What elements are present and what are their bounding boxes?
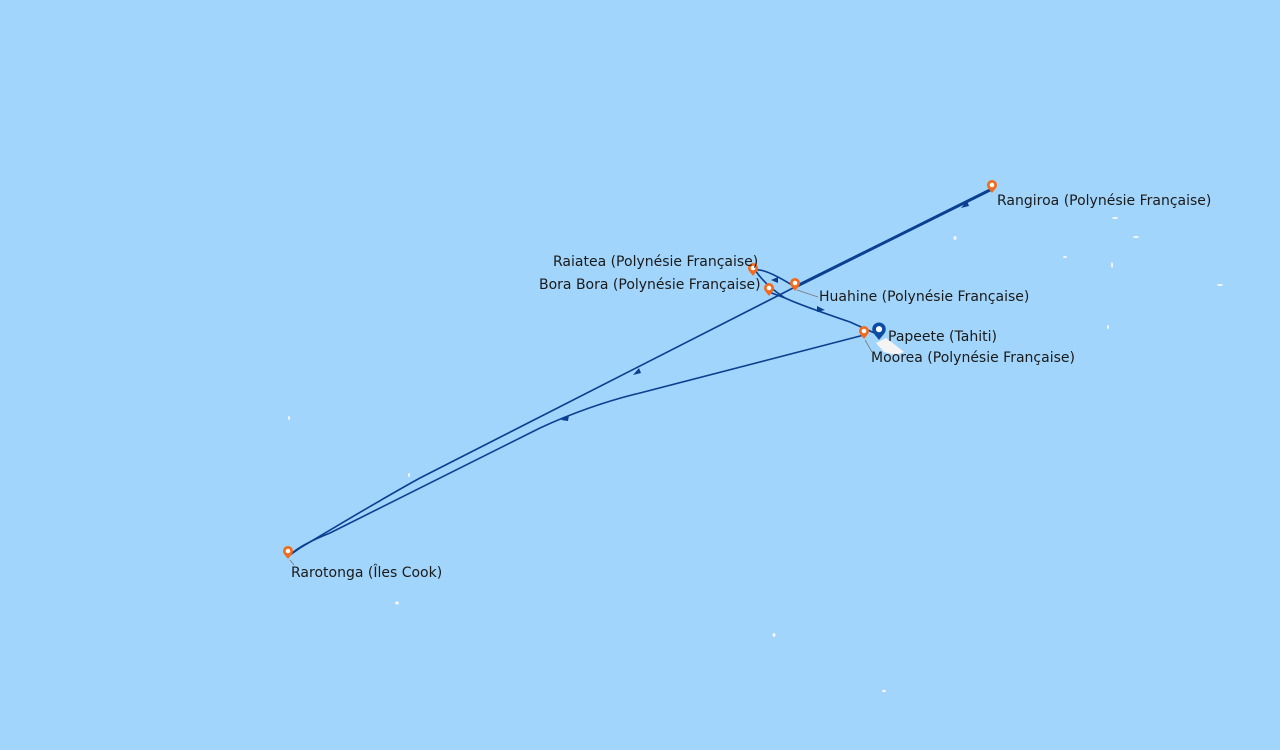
route-lines xyxy=(289,187,993,556)
island xyxy=(1111,262,1113,268)
direction-arrow-icon xyxy=(817,306,825,312)
route-rangiroa-huahine xyxy=(794,187,993,289)
island xyxy=(953,236,957,240)
port-label-papeete[interactable]: Papeete (Tahiti) xyxy=(888,329,997,345)
port-label-moorea[interactable]: Moorea (Polynésie Française) xyxy=(871,350,1075,366)
direction-arrow-icon xyxy=(961,201,969,208)
island xyxy=(1112,217,1118,219)
island xyxy=(1063,256,1067,258)
port-pin-icon[interactable] xyxy=(859,326,869,339)
island xyxy=(772,633,776,637)
island xyxy=(408,473,410,477)
port-pin-icon[interactable] xyxy=(987,180,997,193)
island xyxy=(1107,325,1109,329)
port-label-rarotonga[interactable]: Rarotonga (Îles Cook) xyxy=(291,565,443,581)
port-pin-icon[interactable] xyxy=(790,278,800,291)
route-rarotonga-moorea xyxy=(289,334,865,556)
direction-arrow-icon xyxy=(561,415,569,421)
home-port-pin-icon[interactable] xyxy=(872,322,886,340)
island xyxy=(288,416,290,420)
island xyxy=(1217,284,1223,286)
island xyxy=(882,689,886,693)
tahiti-island xyxy=(876,338,904,355)
port-pin-icon[interactable] xyxy=(764,283,774,296)
direction-arrow-icon xyxy=(771,277,778,283)
port-label-rangiroa[interactable]: Rangiroa (Polynésie Française) xyxy=(997,193,1212,209)
island xyxy=(395,601,399,605)
direction-arrow-icon xyxy=(633,368,641,375)
island xyxy=(1133,236,1139,238)
route-arrows xyxy=(561,201,969,421)
islands xyxy=(288,217,1223,693)
port-label-raiatea[interactable]: Raiatea (Polynésie Française) xyxy=(553,254,759,270)
port-label-bora-bora[interactable]: Bora Bora (Polynésie Française) xyxy=(539,277,761,293)
port-label-huahine[interactable]: Huahine (Polynésie Française) xyxy=(819,289,1030,305)
route-borabora xyxy=(768,291,786,299)
label-leaders xyxy=(289,289,873,566)
port-pin-icon[interactable] xyxy=(748,263,758,276)
port-pin-icon[interactable] xyxy=(283,546,293,559)
